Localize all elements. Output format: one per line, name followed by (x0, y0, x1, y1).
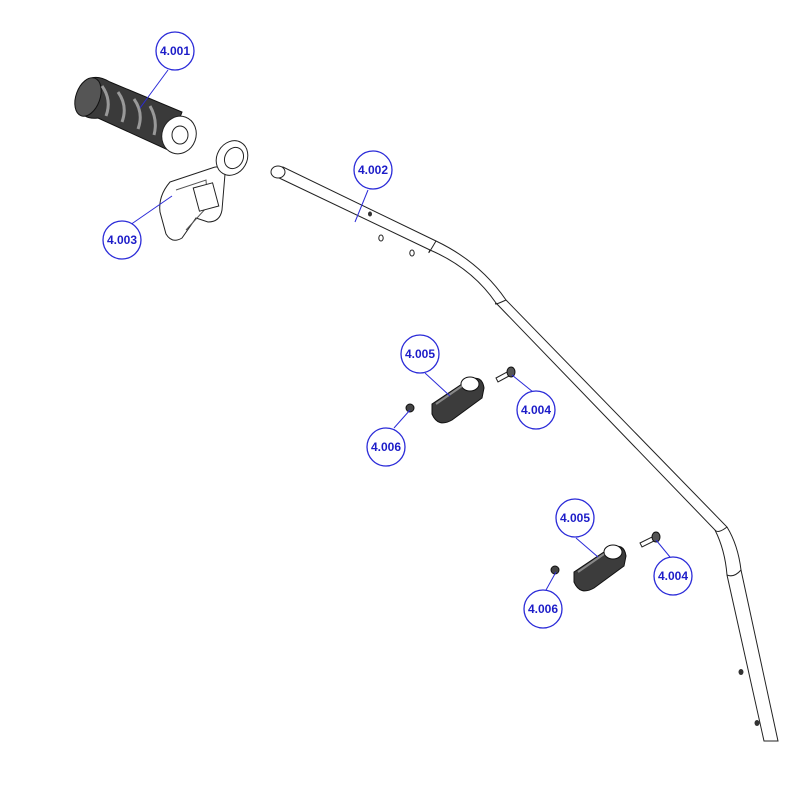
callout-label: 4.005 (560, 511, 590, 525)
callout-label: 4.002 (358, 163, 388, 177)
tube-hole (754, 720, 760, 726)
tube-hole (378, 234, 384, 242)
callout-4.003: 4.003 (102, 220, 142, 260)
bracket-clip (159, 140, 249, 241)
callout-label: 4.004 (521, 403, 551, 417)
tube-hole (738, 669, 744, 675)
callout-label: 4.006 (528, 602, 558, 616)
tube-hole (368, 211, 372, 217)
callout-4.006-lower: 4.006 (523, 589, 563, 629)
callout-4.001: 4.001 (155, 31, 195, 71)
callout-4.002: 4.002 (353, 150, 393, 190)
callout-label: 4.001 (160, 44, 190, 58)
callout-4.006: 4.006 (366, 427, 406, 467)
bolt-upper (495, 366, 516, 383)
callout-label: 4.006 (371, 440, 401, 454)
bolt-lower (639, 531, 661, 548)
tube-hole (409, 249, 415, 257)
callout-label: 4.004 (658, 569, 688, 583)
callout-4.004: 4.004 (516, 390, 556, 430)
callout-label: 4.003 (107, 233, 137, 247)
nut-upper (405, 403, 415, 413)
leader-lines (129, 69, 671, 591)
handle-grip (74, 76, 197, 155)
callout-4.005-lower: 4.005 (555, 498, 595, 538)
clamp-lower (573, 544, 627, 592)
callout-label: 4.005 (405, 347, 435, 361)
callout-4.004-lower: 4.004 (653, 556, 693, 596)
clamp-upper (431, 376, 485, 424)
callout-4.005: 4.005 (400, 334, 440, 374)
handlebar-tube (270, 165, 779, 742)
